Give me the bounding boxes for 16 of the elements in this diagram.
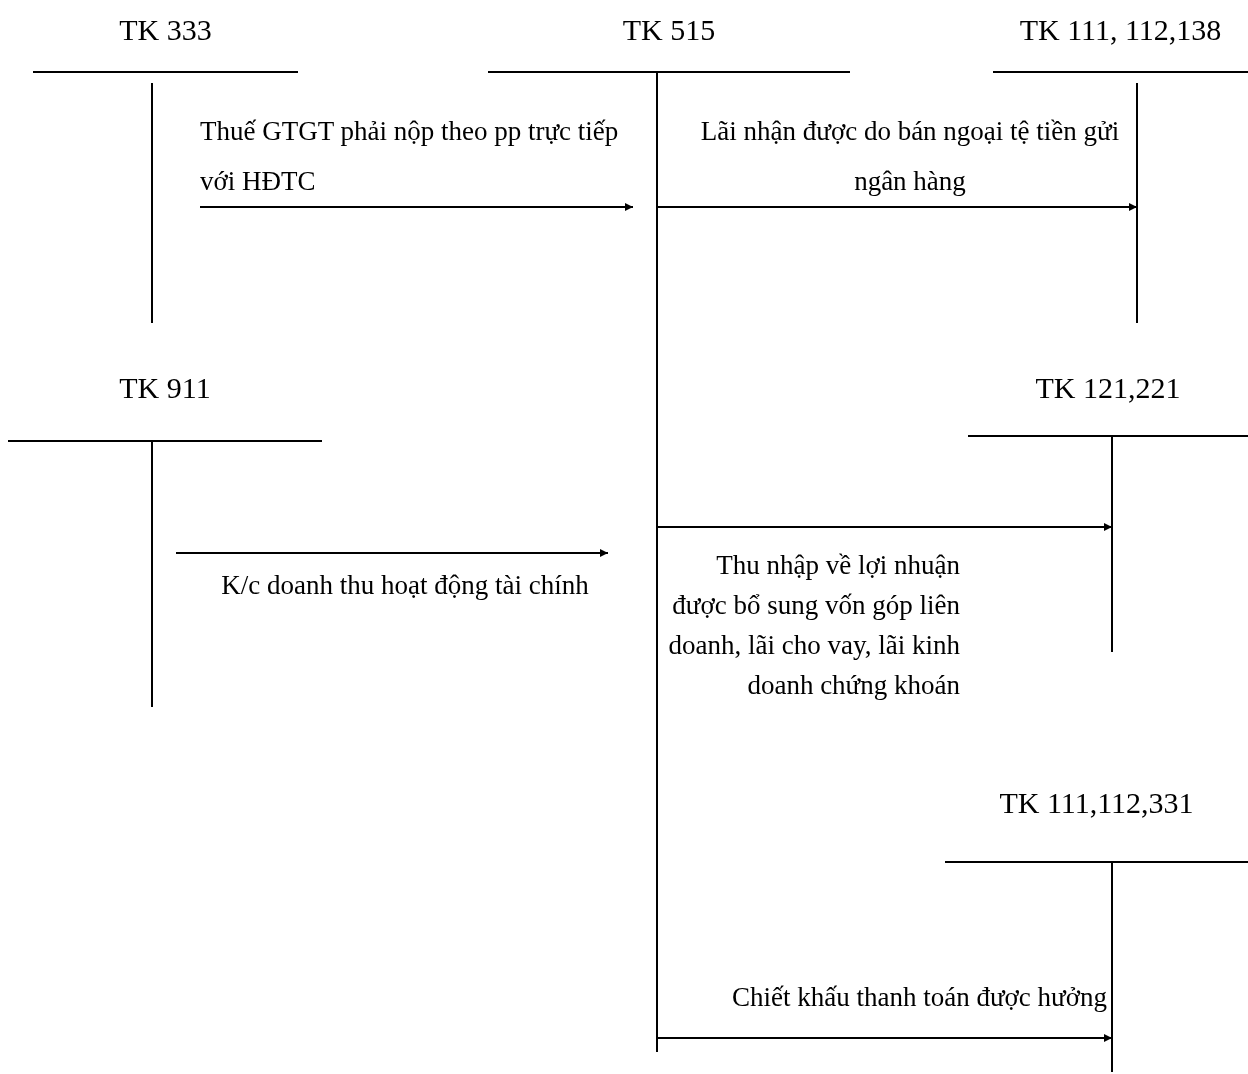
account-title: TK 121,221 xyxy=(1034,370,1182,406)
arrow xyxy=(175,549,609,557)
edge-label: Chiết khấu thanh toán được hưởng xyxy=(731,981,1107,1014)
account-title: TK 111,112,331 xyxy=(998,785,1195,821)
arrow xyxy=(656,523,1113,531)
arrow xyxy=(656,1034,1113,1042)
arrow xyxy=(199,203,634,211)
account-title: TK 333 xyxy=(118,12,213,48)
edge-label: Thuế GTGT phải nộp theo pp trực tiếp với HĐTC xyxy=(200,115,620,198)
account-title: TK 111, 112,138 xyxy=(1018,12,1223,48)
edge-label: Thu nhập về lợi nhuận được bổ sung vốn góp liên doanh, lãi cho vay, lãi kinh doanh chứng khoán xyxy=(667,549,960,702)
edge-label: Lãi nhận được do bán ngoại tệ tiền gửi ngân hàng xyxy=(700,115,1120,198)
arrow xyxy=(656,203,1138,211)
account-title: TK 911 xyxy=(118,370,212,406)
edge-label: K/c doanh thu hoạt động tài chính xyxy=(220,569,590,602)
account-title: TK 515 xyxy=(621,12,717,48)
